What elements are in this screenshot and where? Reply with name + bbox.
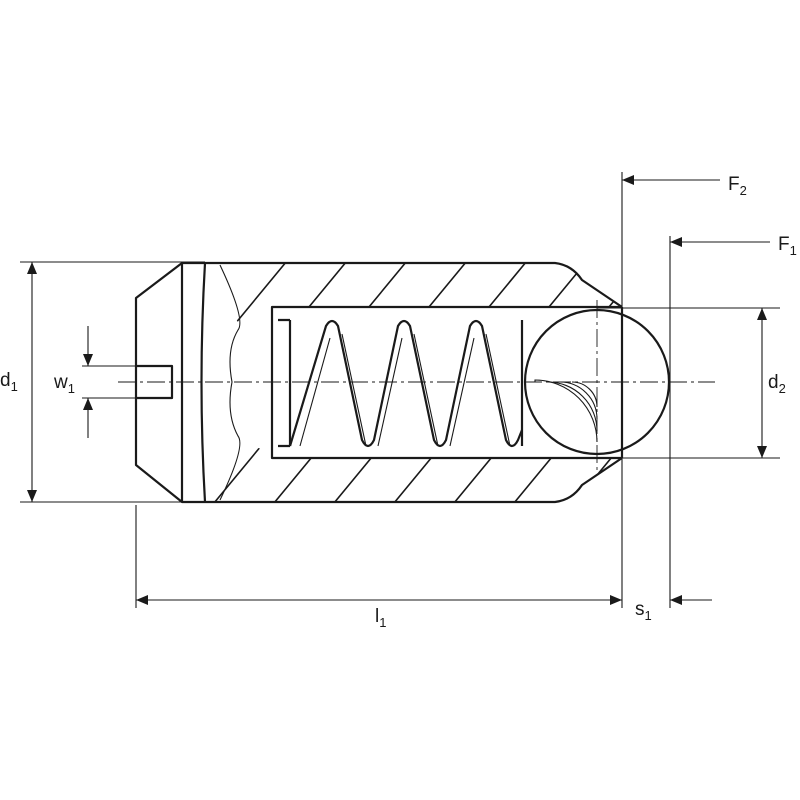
label-l1: l1	[375, 606, 386, 630]
label-F1: F1	[778, 234, 797, 258]
label-w1: w1	[53, 372, 75, 396]
ball	[523, 308, 671, 456]
label-F2: F2	[728, 174, 747, 198]
housing-body	[134, 261, 624, 504]
label-d2: d2	[768, 372, 786, 396]
label-s1: s1	[635, 599, 652, 623]
compression-spring	[278, 318, 524, 448]
dimension-lines	[27, 175, 770, 605]
label-d1: d1	[0, 370, 18, 394]
section-hatch-bottom	[205, 442, 622, 502]
extension-lines	[20, 172, 780, 608]
